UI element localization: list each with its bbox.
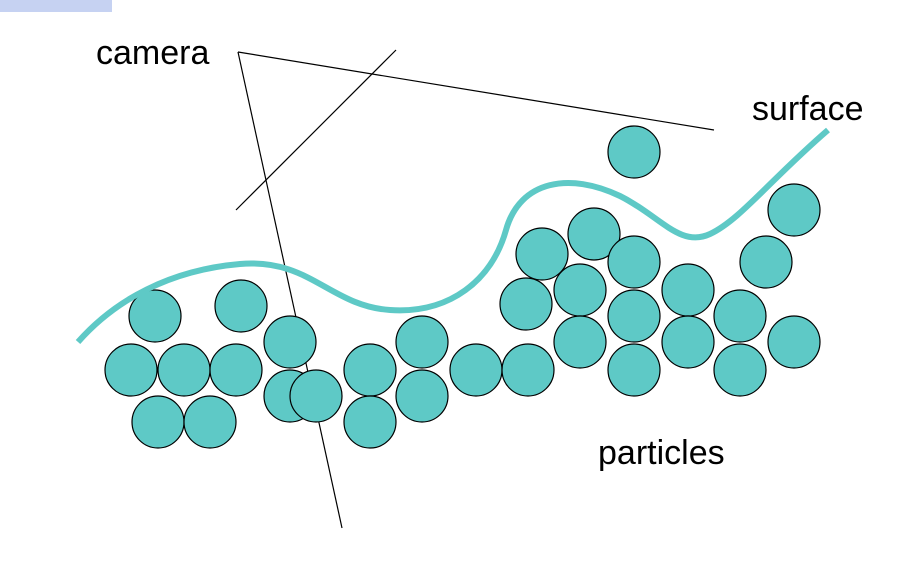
particle-16 [501,343,555,397]
particle-22 [607,125,661,179]
particles-label: particles [598,434,725,472]
particle-24 [607,289,661,343]
camera-ray-top [237,51,715,131]
particle-3 [104,343,158,397]
particle-2 [214,279,268,333]
camera-image-plane [235,49,397,211]
particle-18 [515,227,569,281]
particle-21 [553,315,607,369]
particle-26 [661,263,715,317]
surface-curve [75,127,830,344]
camera-ray-bottom [237,51,343,529]
particle-6 [131,395,185,449]
corner-tab-decoration [0,0,112,12]
particle-28 [713,289,767,343]
particle-23 [607,235,661,289]
particle-29 [713,343,767,397]
particle-1 [128,289,182,343]
camera-label: camera [96,34,209,72]
particle-32 [767,315,821,369]
particle-15 [449,343,503,397]
particle-5 [209,343,263,397]
particle-25 [607,343,661,397]
particle-27 [661,315,715,369]
particle-19 [567,207,621,261]
particle-14 [343,395,397,449]
particle-8 [263,315,317,369]
particle-11 [343,343,397,397]
particle-7 [183,395,237,449]
particle-17 [499,277,553,331]
particles-group [104,125,821,449]
particle-30 [739,235,793,289]
camera-frustum [235,49,715,529]
particle-31 [767,183,821,237]
surface-label: surface [752,90,864,128]
particle-10 [289,369,343,423]
particle-4 [157,343,211,397]
particle-20 [553,263,607,317]
particle-12 [395,315,449,369]
particle-13 [395,369,449,423]
